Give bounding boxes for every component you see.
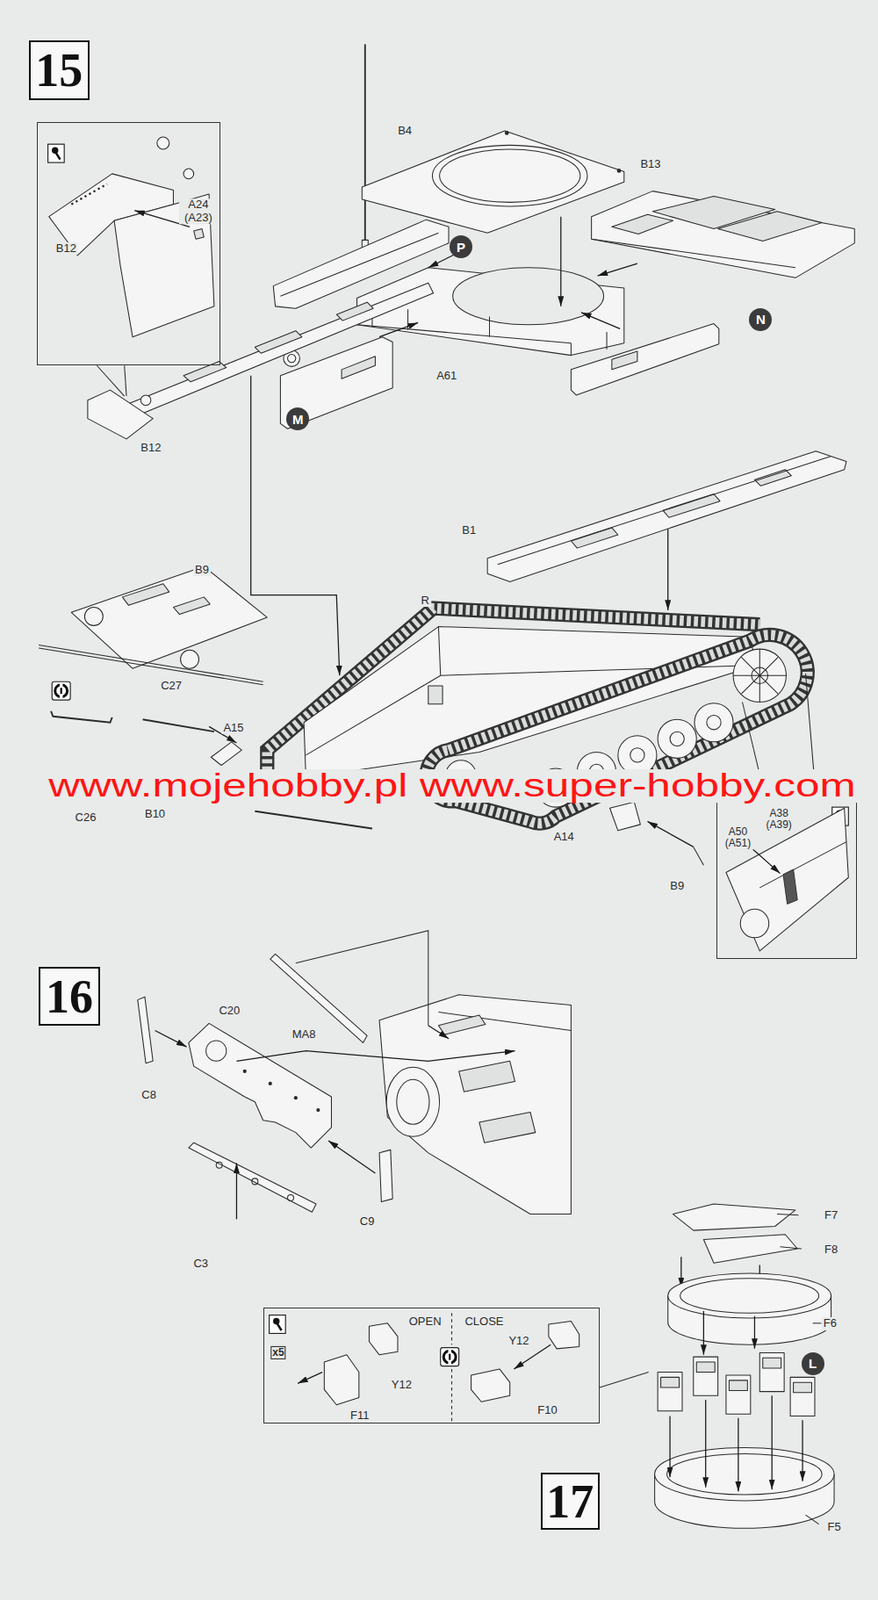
callout-circle: N xyxy=(748,308,772,332)
text-anchor: www.mojehobby.pl www.super-hobby.com xyxy=(45,770,858,804)
text-anchor: B9 xyxy=(193,561,211,577)
part-label: C20 xyxy=(216,1004,242,1017)
text-anchor: B10 xyxy=(143,805,167,821)
part-label: C8 xyxy=(139,1088,159,1102)
text-anchor: C9 xyxy=(358,1212,377,1229)
part-label: F7 xyxy=(822,1209,840,1222)
text-anchor: F5 xyxy=(825,1518,843,1534)
text-anchor: A14 xyxy=(552,827,576,844)
detail-inset: A38 (A39)A50 (A51) xyxy=(716,795,857,959)
text-anchor: C8 xyxy=(139,1086,159,1102)
text-anchor: C26 xyxy=(73,808,99,825)
callout-circle: L xyxy=(801,1352,825,1375)
step-number: 15 xyxy=(35,46,83,94)
part-label: F11 xyxy=(348,1409,371,1422)
step-number-box: 17 xyxy=(540,1472,600,1530)
text-anchor: OPEN xyxy=(407,1312,444,1329)
part-label: Y12 xyxy=(506,1334,531,1347)
text-anchor: F7 xyxy=(822,1206,840,1223)
part-label: B12 xyxy=(54,242,79,255)
part-label: B4 xyxy=(395,124,414,137)
text-anchor: F6 xyxy=(821,1314,839,1331)
text-anchor: R xyxy=(419,591,432,608)
part-label: A38 (A39) xyxy=(760,807,798,831)
text-anchor: F8 xyxy=(822,1240,840,1257)
text-anchor: Y12 xyxy=(389,1375,414,1392)
part-label: OPEN xyxy=(407,1315,444,1328)
text-anchor: B12 xyxy=(138,439,163,455)
part-label: A61 xyxy=(434,369,459,382)
text-anchor: B12 xyxy=(54,239,79,256)
part-label: B1 xyxy=(460,524,478,537)
text-anchor: A50 (A51) xyxy=(719,826,756,850)
text-anchor: F11 xyxy=(348,1406,371,1423)
part-label: B12 xyxy=(138,441,163,454)
part-label: C26 xyxy=(73,811,99,824)
text-anchor: B13 xyxy=(638,155,663,172)
text-anchor: A15 xyxy=(221,719,245,735)
text-anchor: C27 xyxy=(158,676,184,693)
text-anchor: C3 xyxy=(191,1254,210,1271)
part-label: C3 xyxy=(191,1257,210,1270)
step-number-box: 15 xyxy=(28,40,91,100)
text-anchor: Y12 xyxy=(506,1331,531,1348)
part-label: F8 xyxy=(822,1243,840,1256)
option-panel: OPENCLOSEY12x5Y12F10F11 xyxy=(263,1307,600,1424)
part-label: F5 xyxy=(825,1520,843,1533)
part-label: B10 xyxy=(143,807,167,821)
step-number: 17 xyxy=(546,1477,594,1526)
text-anchor: B1 xyxy=(460,521,478,538)
part-label: Y12 xyxy=(389,1378,414,1391)
part-label: A50 (A51) xyxy=(719,826,756,850)
text-anchor: B9 xyxy=(668,877,686,893)
text-anchor: C20 xyxy=(216,1001,242,1018)
detail-inset: A24 (A23) B12 xyxy=(36,122,221,365)
text-anchor: B4 xyxy=(395,122,414,138)
part-label: F10 xyxy=(535,1403,559,1417)
step-number: 16 xyxy=(45,972,94,1021)
text-anchor: MA8 xyxy=(290,1025,318,1042)
step-number-box: 16 xyxy=(38,966,101,1026)
part-label: A24 (A23) xyxy=(179,199,218,225)
part-label: F6 xyxy=(821,1317,839,1330)
part-label: CLOSE xyxy=(462,1315,505,1328)
part-label: MA8 xyxy=(290,1028,318,1041)
text-anchor: A24 (A23) xyxy=(179,199,218,225)
part-label: C27 xyxy=(158,679,184,692)
part-label: B13 xyxy=(638,158,663,171)
callout-letter: M xyxy=(292,412,304,426)
text-anchor: F10 xyxy=(535,1401,559,1418)
part-label: R xyxy=(419,594,432,607)
callout-letter: P xyxy=(456,240,466,254)
part-label: C9 xyxy=(358,1215,377,1228)
callout-letter: N xyxy=(755,312,766,326)
part-label: A15 xyxy=(221,721,245,735)
text-anchor: A61 xyxy=(434,367,459,383)
text-anchor: A38 (A39) xyxy=(760,807,798,832)
part-label: A14 xyxy=(552,830,576,843)
text-anchor: CLOSE xyxy=(462,1312,505,1329)
callout-circle: P xyxy=(449,235,473,259)
watermark: www.mojehobby.pl www.super-hobby.com xyxy=(45,770,858,804)
part-label: x5 xyxy=(270,1345,286,1360)
part-label: B9 xyxy=(193,563,211,576)
part-label: B9 xyxy=(668,879,686,893)
text-anchor: x5 xyxy=(270,1343,286,1360)
callout-letter: L xyxy=(808,1356,817,1370)
